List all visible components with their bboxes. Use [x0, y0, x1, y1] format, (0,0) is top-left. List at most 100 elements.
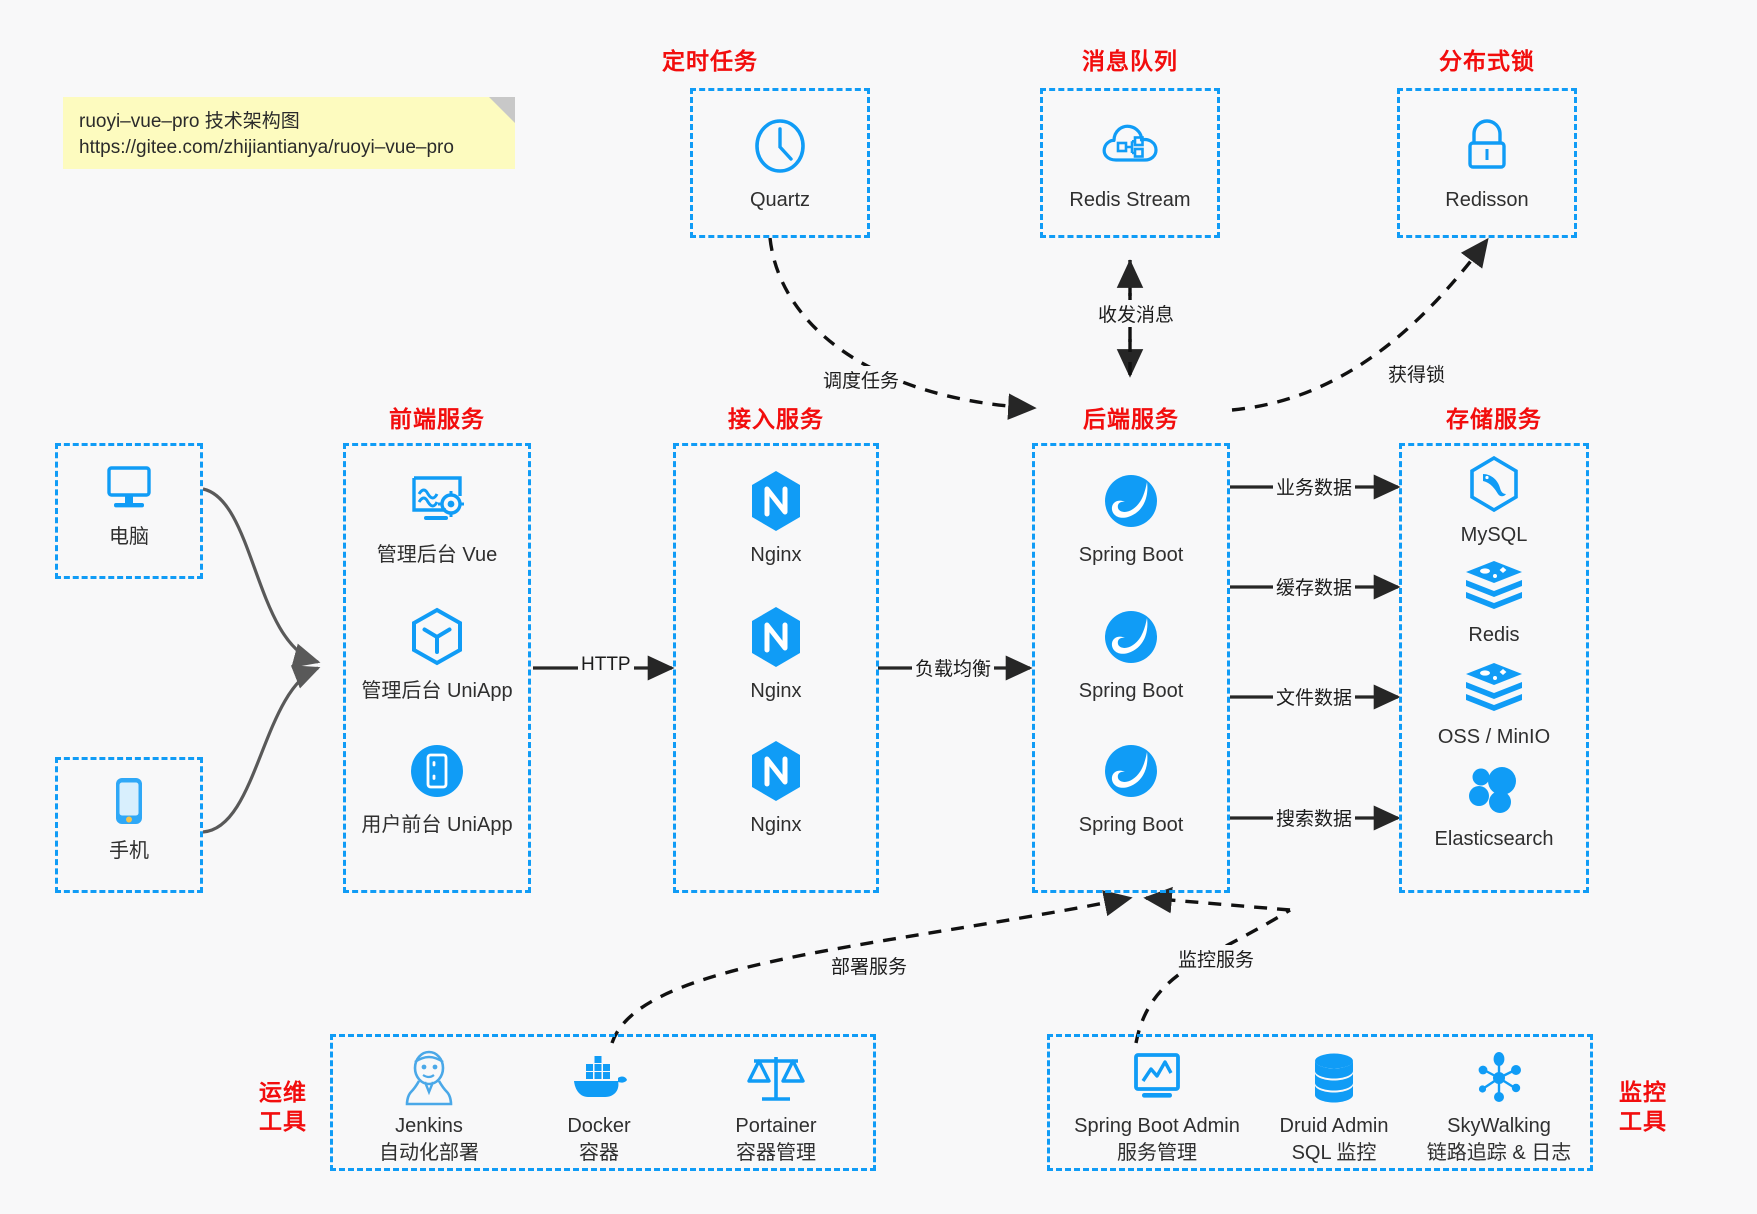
group-mq: Redis Stream — [1040, 88, 1220, 238]
note-fold-corner — [489, 97, 515, 123]
node-pc[interactable]: 电脑 — [58, 460, 200, 550]
group-title-backend: 后端服务 — [1083, 406, 1179, 432]
node-admin-vue[interactable]: 管理后台 Vue — [346, 468, 528, 568]
node-springboot-1[interactable]: Spring Boot — [1035, 468, 1227, 568]
group-title-devops: 运维 工具 — [252, 1078, 314, 1137]
node-label-redis-stream: Redis Stream — [1069, 189, 1191, 211]
tool-skywalking[interactable]: SkyWalking 链路追踪 & 日志 — [1402, 1047, 1596, 1167]
node-admin-uniapp[interactable]: 管理后台 UniApp — [346, 604, 528, 704]
edge-label-file-data: 文件数据 — [1273, 683, 1356, 710]
node-label-admin-vue: 管理后台 Vue — [376, 544, 498, 566]
node-springboot-3[interactable]: Spring Boot — [1035, 738, 1227, 838]
node-label-nginx-1: Nginx — [750, 544, 802, 566]
node-label-user-uniapp: 用户前台 UniApp — [361, 814, 513, 836]
edge-label-acquire-lock: 获得锁 — [1385, 360, 1449, 387]
tool-spring-boot-admin[interactable]: Spring Boot Admin 服务管理 — [1062, 1047, 1252, 1167]
node-label-oss-minio: OSS / MinIO — [1437, 726, 1551, 748]
nginx-icon — [676, 468, 876, 534]
node-redis[interactable]: Redis — [1402, 556, 1586, 648]
edge-label-deploy-service: 部署服务 — [828, 952, 911, 979]
edge-label-schedule-task: 调度任务 — [820, 366, 903, 393]
group-title-frontend: 前端服务 — [389, 406, 485, 432]
node-label-pc: 电脑 — [109, 526, 149, 548]
node-mysql[interactable]: MySQL — [1402, 456, 1586, 548]
node-label-springboot-3: Spring Boot — [1078, 814, 1184, 836]
edge-label-load-balance: 负载均衡 — [912, 654, 995, 681]
tool-jenkins[interactable]: Jenkins 自动化部署 — [349, 1047, 509, 1167]
cloud-stream-icon — [1043, 113, 1217, 179]
docker-whale-icon — [519, 1047, 679, 1109]
group-title-storage: 存储服务 — [1446, 406, 1542, 432]
group-client-phone: 手机 — [55, 757, 203, 893]
node-springboot-2[interactable]: Spring Boot — [1035, 604, 1227, 704]
group-title-devops-line2: 工具 — [259, 1108, 307, 1135]
tool-label-skywalking: SkyWalking — [1447, 1115, 1551, 1137]
nginx-icon — [676, 738, 876, 804]
node-quartz[interactable]: Quartz — [693, 113, 867, 213]
node-phone[interactable]: 手机 — [58, 774, 200, 864]
node-label-springboot-2: Spring Boot — [1078, 680, 1184, 702]
node-label-quartz: Quartz — [749, 189, 811, 211]
monitor-chart-icon — [1062, 1047, 1252, 1109]
tool-sub-portainer: 容器管理 — [736, 1142, 816, 1164]
group-title-monitor-line2: 工具 — [1619, 1108, 1667, 1135]
node-oss-minio[interactable]: OSS / MinIO — [1402, 658, 1586, 750]
jenkins-butler-icon — [349, 1047, 509, 1109]
group-frontend: 管理后台 Vue 管理后台 UniApp 用户前台 UniApp — [343, 443, 531, 893]
node-nginx-2[interactable]: Nginx — [676, 604, 876, 704]
node-label-redisson: Redisson — [1445, 189, 1529, 211]
group-devops: Jenkins 自动化部署 Docker 容器 — [330, 1034, 876, 1171]
group-gateway: Nginx Nginx Nginx — [673, 443, 879, 893]
node-redis-stream[interactable]: Redis Stream — [1043, 113, 1217, 213]
dashboard-gear-icon — [346, 468, 528, 534]
group-scheduler: Quartz — [690, 88, 870, 238]
redis-stack-icon — [1402, 556, 1586, 614]
clock-icon — [693, 113, 867, 179]
tool-label-docker: Docker — [567, 1115, 631, 1137]
node-elasticsearch[interactable]: Elasticsearch — [1402, 760, 1586, 852]
node-label-nginx-3: Nginx — [750, 814, 802, 836]
tool-docker[interactable]: Docker 容器 — [519, 1047, 679, 1167]
lock-icon — [1400, 113, 1574, 179]
phone-icon — [58, 774, 200, 830]
tool-sub-docker: 容器 — [579, 1142, 619, 1164]
node-label-redis: Redis — [1468, 624, 1520, 646]
group-title-lock: 分布式锁 — [1439, 48, 1535, 74]
edge-label-http: HTTP — [578, 654, 634, 676]
cube-icon — [346, 604, 528, 670]
node-user-uniapp[interactable]: 用户前台 UniApp — [346, 738, 528, 838]
node-label-phone: 手机 — [109, 840, 149, 862]
tool-sub-spring-boot-admin: 服务管理 — [1117, 1142, 1197, 1164]
database-icon — [1254, 1047, 1414, 1109]
nginx-icon — [676, 604, 876, 670]
node-nginx-3[interactable]: Nginx — [676, 738, 876, 838]
node-label-springboot-1: Spring Boot — [1078, 544, 1184, 566]
node-nginx-1[interactable]: Nginx — [676, 468, 876, 568]
group-storage: MySQL Redis — [1399, 443, 1589, 893]
scales-icon — [691, 1047, 861, 1109]
tool-label-spring-boot-admin: Spring Boot Admin — [1074, 1115, 1240, 1137]
group-title-gateway: 接入服务 — [728, 406, 824, 432]
tool-portainer[interactable]: Portainer 容器管理 — [691, 1047, 861, 1167]
edge-label-search-data: 搜索数据 — [1273, 804, 1356, 831]
node-redisson[interactable]: Redisson — [1400, 113, 1574, 213]
node-label-nginx-2: Nginx — [750, 680, 802, 702]
group-title-devops-line1: 运维 — [259, 1079, 307, 1105]
skywalking-icon — [1402, 1047, 1596, 1109]
tool-label-jenkins: Jenkins — [395, 1115, 463, 1137]
mysql-dolphin-icon — [1402, 456, 1586, 514]
tool-druid-admin[interactable]: Druid Admin SQL 监控 — [1254, 1047, 1414, 1167]
edge-label-business-data: 业务数据 — [1273, 473, 1356, 500]
node-label-mysql: MySQL — [1460, 524, 1528, 546]
elasticsearch-icon — [1402, 760, 1586, 818]
edge-label-monitor-service: 监控服务 — [1175, 945, 1258, 972]
group-title-monitor-line1: 监控 — [1619, 1079, 1667, 1105]
desktop-icon — [58, 460, 200, 516]
group-monitor: Spring Boot Admin 服务管理 Druid Admin SQL 监… — [1047, 1034, 1593, 1171]
tool-label-portainer: Portainer — [735, 1115, 817, 1137]
tool-label-druid-admin: Druid Admin — [1279, 1115, 1389, 1137]
node-label-elasticsearch: Elasticsearch — [1434, 828, 1554, 850]
tool-sub-druid-admin: SQL 监控 — [1291, 1142, 1377, 1164]
redis-stack-icon — [1402, 658, 1586, 716]
